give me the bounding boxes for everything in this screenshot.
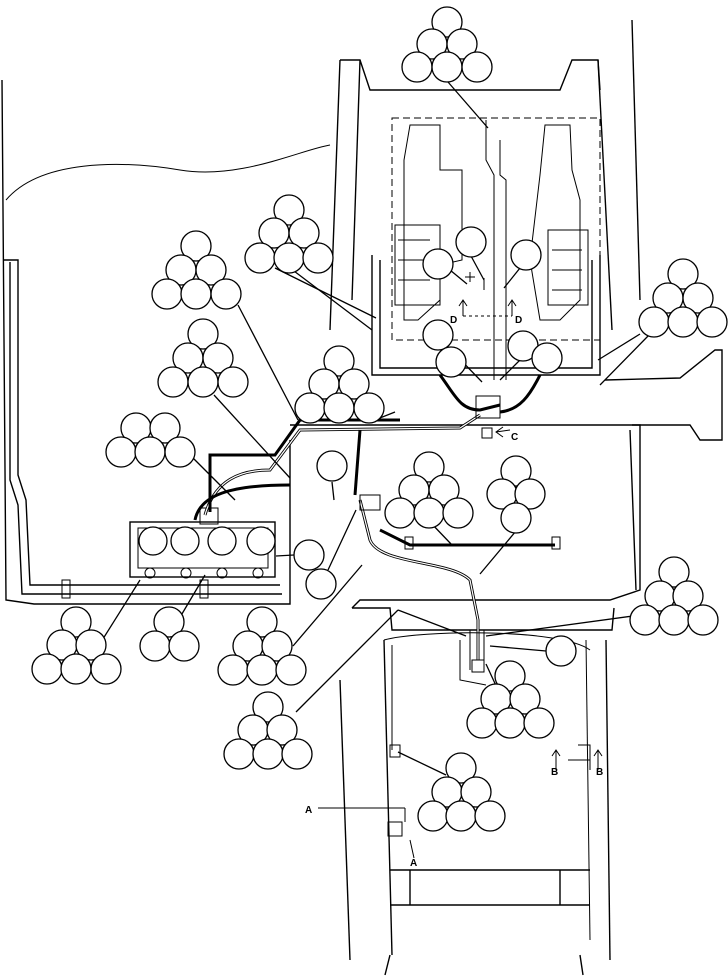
callout-bubble-group-left-single [316,450,348,501]
callout-bubble-group-lower-center-2 [223,609,467,770]
section-label-a-top: A [305,805,312,816]
callout-bubble-group-mid-left [157,318,291,479]
section-label-c: C [511,432,518,443]
callout-bubble-group-lower-left [31,579,141,685]
left-boom-cylinder [4,259,282,599]
callout-bubble-group-center [294,345,396,424]
callout-bubble-group-right-upper [597,258,728,386]
callout-bubble-group-right-pipe [479,455,546,575]
callout-bubble-group-top [401,6,493,129]
callout-bubble-group-valve-ports [138,509,357,600]
section-label-b-left: B [551,767,558,778]
callout-bubble-group-lower-mid [139,574,206,662]
callout-bubble-group-center-right [384,451,474,546]
callout-bubble-group-engine [422,226,563,383]
hydraulic-tubes [193,374,591,837]
callout-bubble-group-bottom-center [466,660,555,739]
callout-bubble-group-lower-right-single [489,635,577,667]
machine-frame [1,19,723,976]
section-label-d-right: D [515,315,522,326]
section-label-b-right: B [596,767,603,778]
callout-bubble-group-left-boom [151,230,299,421]
callout-bubble-group-upper-left [244,194,377,331]
section-markers: A A B B C D D [305,299,603,869]
callout-bubble-group-lower-right [485,556,719,637]
callout-bubble-group-bottom [397,751,506,832]
section-label-d-left: D [450,315,457,326]
control-valve-block [129,507,276,579]
engine-compartment [371,117,601,380]
section-label-a-bottom: A [410,858,417,869]
callout-bubble-group-left-valve [105,412,236,501]
callout-bubble-group-lower-center [217,564,363,686]
